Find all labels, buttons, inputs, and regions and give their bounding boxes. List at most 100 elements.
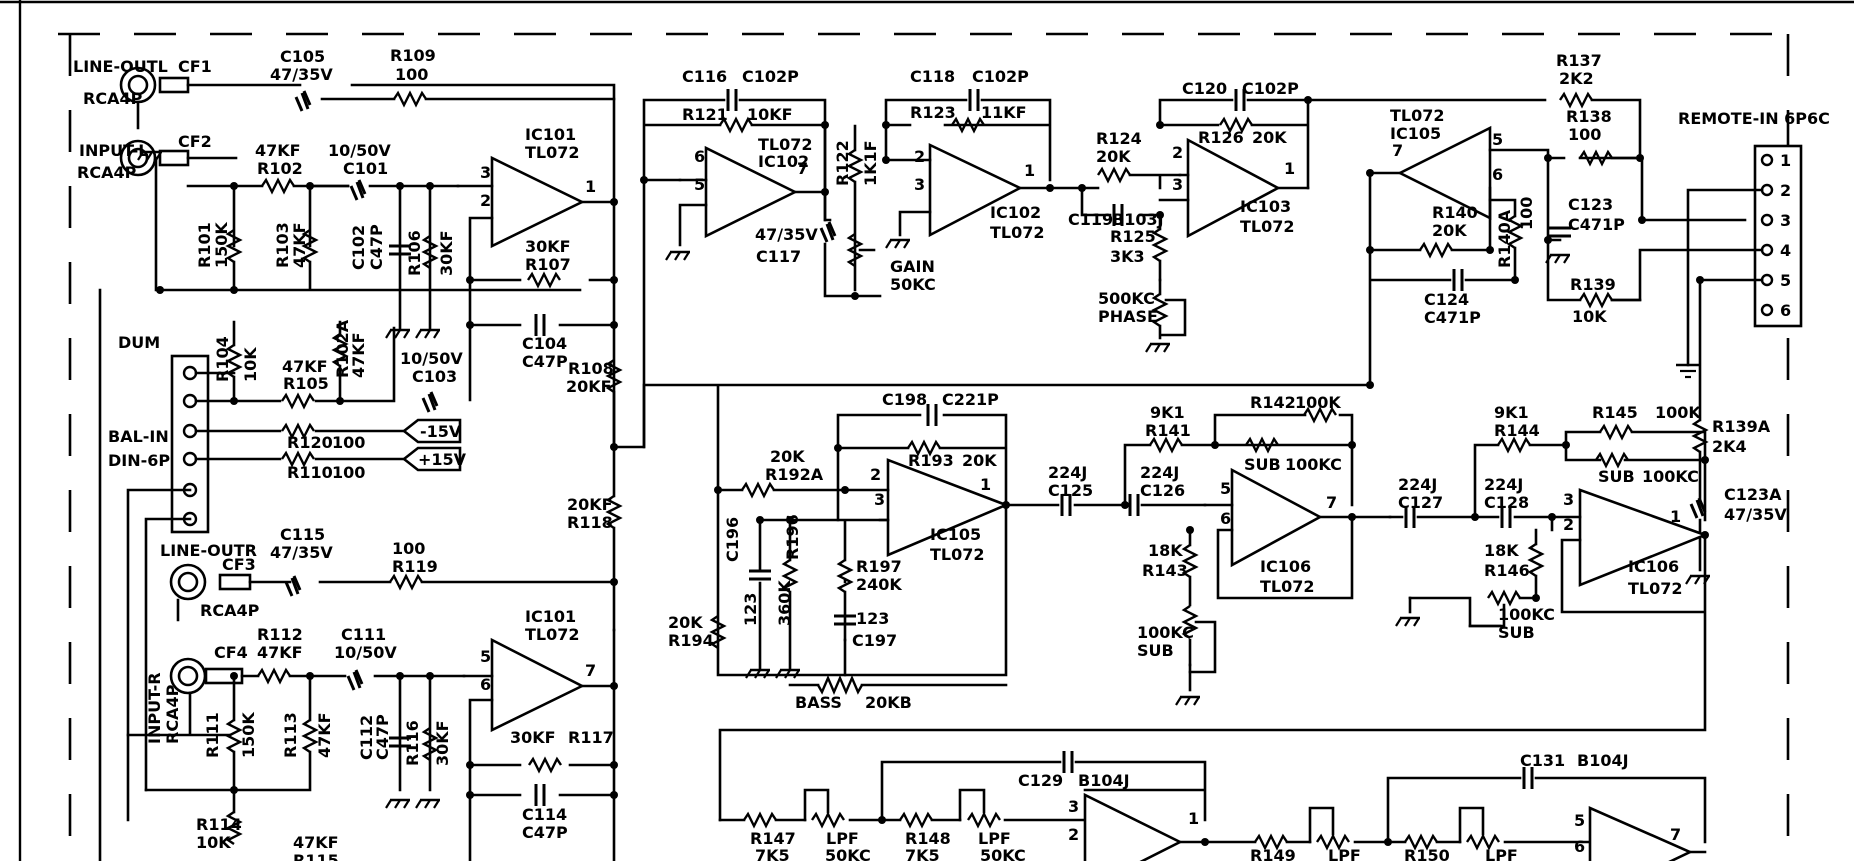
c198-ref: C198: [882, 390, 927, 409]
gain-pot-value: 50KC: [890, 275, 936, 294]
ground-symbol: [1394, 616, 1422, 628]
c123-value: C471P: [1568, 215, 1625, 234]
r121-ref: R121: [682, 105, 728, 124]
neg-rail-tag: -15V: [401, 418, 462, 444]
line-outr-jack: LINE-OUTR RCA4P CF3: [160, 541, 260, 620]
ic102a-pin7: 7: [797, 159, 808, 178]
r102-resistor: [260, 178, 296, 194]
r120-value: 100: [332, 433, 365, 452]
bass-section: C198 C221P R193 20K 20K R192A 2 3 1 IC10…: [642, 383, 1372, 712]
sub4-pot-label: SUB: [1498, 623, 1535, 642]
input-l-jack: INPUT-L RCA4P CF2: [77, 132, 212, 182]
c105-ref: C105: [280, 47, 325, 66]
c112-ref: C112: [357, 715, 376, 760]
lpf2-pot[interactable]: [966, 812, 1002, 828]
ic101a-pin2: 2: [480, 191, 491, 210]
c114-ref: C114: [522, 805, 567, 824]
ic102a-opamp: [704, 145, 798, 239]
ic102b-pin2: 2: [914, 147, 925, 166]
r141-resistor: [1148, 437, 1184, 453]
r103-value: 47KF: [290, 222, 309, 268]
r137-ref: R137: [1556, 51, 1602, 70]
ic106a-part: TL072: [1260, 577, 1315, 596]
r197-resistor: [837, 558, 853, 594]
r119-ref: R119: [392, 557, 438, 576]
pos-rail-label: +15V: [418, 450, 467, 469]
phase-pot-value: 500KC: [1098, 289, 1155, 308]
c126-ref: C126: [1140, 481, 1185, 500]
cf1-label: CF1: [178, 57, 212, 76]
r192a-resistor: [740, 482, 776, 498]
ic101b-pin6: 6: [480, 675, 491, 694]
ic103-opamp: [1186, 137, 1281, 239]
sub2-pot-value: 100KC: [1137, 623, 1194, 642]
din-6p-label: DIN-6P: [108, 451, 170, 470]
ic101b-ref: IC101: [525, 607, 576, 626]
r117-value: 30KF: [510, 728, 556, 747]
ic-lpf-b-pin6: 6: [1574, 837, 1585, 856]
r145-value: 100K: [1655, 403, 1701, 422]
c118-ref: C118: [910, 67, 955, 86]
ic102b-ref: IC102: [990, 203, 1041, 222]
r104-value: 10K: [241, 347, 260, 382]
left-input-section: LINE-OUTL RCA4P CF1 INPUT-L RCA4P CF2 C1…: [73, 46, 646, 861]
sub4-pot[interactable]: [1486, 590, 1522, 606]
c115-ref: C115: [280, 525, 325, 544]
ic102b-opamp: [928, 142, 1023, 238]
ic105b-opamp: [886, 458, 1010, 557]
c111-value: 10/50V: [334, 643, 397, 662]
r116-ref: R116: [403, 720, 422, 766]
c128-ref: C128: [1484, 493, 1529, 512]
r148-value: 7K5: [905, 846, 940, 861]
r125-resistor: [1152, 227, 1168, 263]
r105-resistor: [280, 393, 316, 409]
c118-value: C102P: [972, 67, 1029, 86]
r107-ref: R107: [525, 255, 571, 274]
c126-capacitor: [1128, 492, 1140, 518]
c117-capacitor: [819, 220, 837, 244]
remote-pin-1: 1: [1780, 151, 1791, 170]
c196-ref: C196: [723, 517, 742, 562]
ground-symbol: [664, 250, 692, 262]
c129-value: B104J: [1078, 771, 1130, 790]
r104-ref: R104: [213, 336, 232, 382]
r124-ref: R124: [1096, 129, 1142, 148]
remote-pin-3: 3: [1780, 211, 1791, 230]
r141-value: 9K1: [1150, 403, 1185, 422]
r137-resistor: [1558, 92, 1594, 108]
c114-value: C47P: [522, 823, 568, 842]
lpf1-pot[interactable]: [810, 812, 846, 828]
ic103-part: TL072: [1240, 217, 1295, 236]
ground-symbol: [1144, 342, 1172, 354]
ic-lpf-b-opamp: [1588, 806, 1694, 861]
bass-pot[interactable]: [816, 674, 864, 696]
c196-capacitor: [747, 569, 773, 581]
ground-symbol: [414, 328, 442, 340]
r112-value: 47KF: [257, 643, 303, 662]
c111-ref: C111: [341, 625, 386, 644]
r118-ref: R118: [567, 513, 613, 532]
input-r-label: INPUT-R: [145, 672, 164, 744]
r109-ref: R109: [390, 46, 436, 65]
r105-value: 47KF: [282, 357, 328, 376]
ic102a-part: IC102: [758, 152, 809, 171]
sub-filter-section: 224J C125 224J C126 9K1 R141 R142 100K S…: [718, 393, 1709, 822]
ic-lpf-b-pin5: 5: [1574, 811, 1585, 830]
r122-value: 1K1F: [861, 140, 880, 186]
r106-value: 30KF: [437, 230, 456, 276]
c103-ref: C103: [412, 367, 457, 386]
ic102a-pin6: 6: [694, 147, 705, 166]
r143-value: 18K: [1148, 541, 1183, 560]
r150-ref: R150: [1404, 846, 1450, 861]
remote-in-connector: [1753, 144, 1803, 328]
ic105b-pin3: 3: [874, 490, 885, 509]
r138-value: 100: [1568, 125, 1601, 144]
ic106a-pin5: 5: [1220, 479, 1231, 498]
input-l-type: RCA4P: [77, 163, 137, 182]
ic102a-ref: TL072: [758, 135, 813, 154]
c124-ref: C124: [1424, 290, 1469, 309]
ic101b-pin5: 5: [480, 647, 491, 666]
r101-value: 150K: [212, 222, 231, 268]
lpf1-pot-label: LPF: [826, 829, 859, 848]
c123a-value: 47/35V: [1724, 505, 1787, 524]
